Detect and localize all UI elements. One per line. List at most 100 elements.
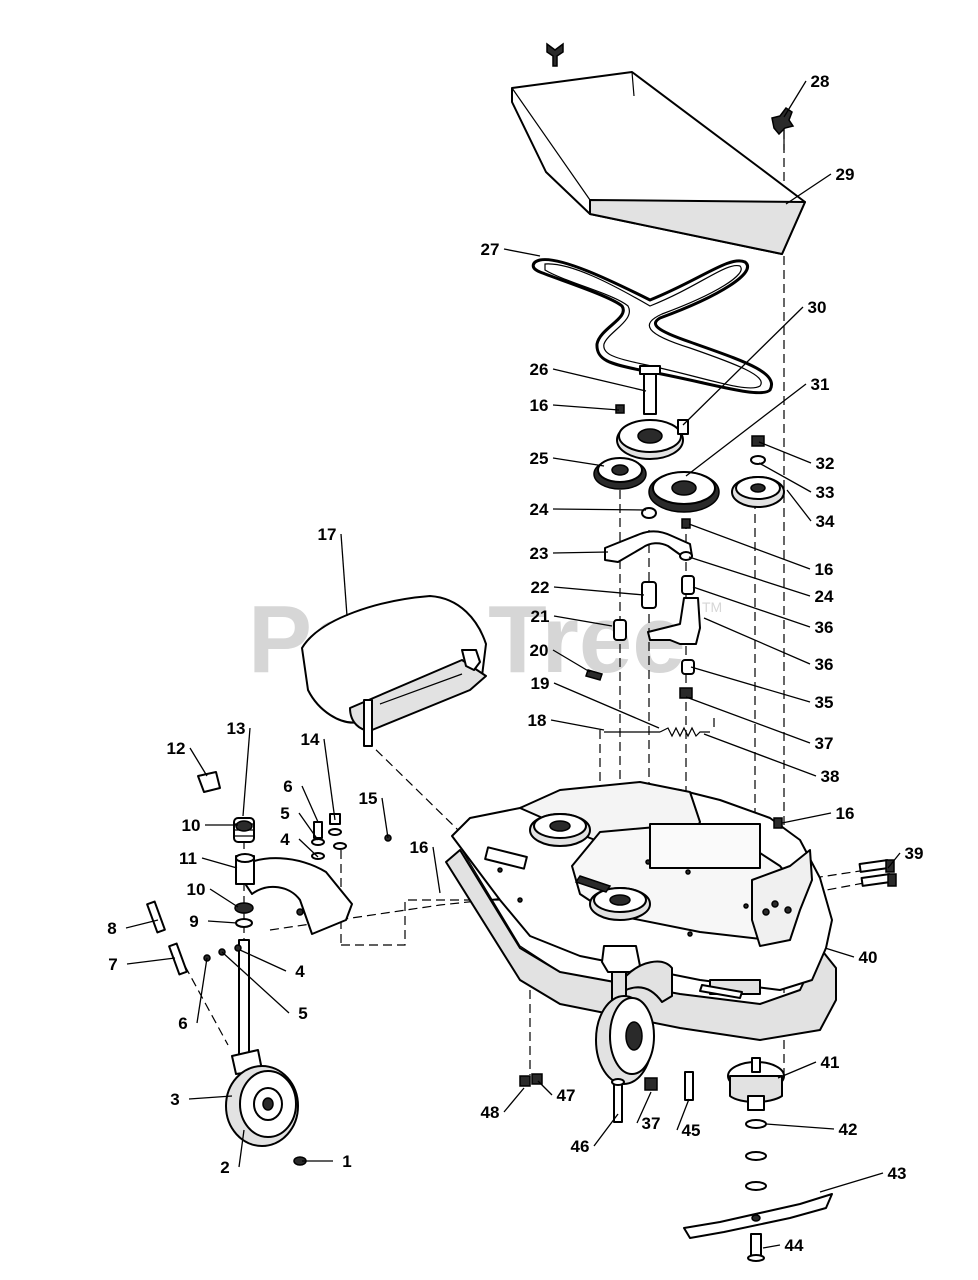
callout-39: 39	[887, 844, 924, 869]
bolt-26	[639, 365, 661, 415]
callout-label: 45	[682, 1121, 701, 1140]
callout-label: 6	[178, 1014, 187, 1033]
callout-leader	[340, 533, 348, 617]
callout-label: 29	[836, 165, 855, 184]
callout-leader	[690, 666, 811, 703]
callout-label: 12	[167, 739, 186, 758]
callout-21: 21	[531, 607, 613, 627]
callout-18: 18	[528, 711, 605, 731]
callout-leader	[196, 957, 208, 1024]
callout-16: 16	[530, 396, 620, 415]
callout-44: 44	[762, 1236, 804, 1255]
callout-label: 17	[318, 525, 337, 544]
callout-label: 22	[531, 578, 550, 597]
callout-label: 3	[170, 1090, 179, 1109]
callout-label: 27	[481, 240, 500, 259]
callout-6: 6	[178, 957, 208, 1033]
callout-4: 4	[239, 949, 305, 981]
callout-leader	[685, 696, 811, 744]
idler-bracket-36	[647, 597, 701, 645]
callout-17: 17	[318, 525, 348, 617]
callout-label: 32	[816, 454, 835, 473]
callout-label: 36	[815, 655, 834, 674]
callout-leader	[238, 1129, 245, 1168]
deck-pulley-31	[648, 471, 720, 513]
callout-label: 39	[905, 844, 924, 863]
callout-label: 38	[821, 767, 840, 786]
callout-leader	[887, 852, 901, 869]
callout-30: 30	[682, 298, 826, 426]
callout-4: 4	[280, 830, 319, 858]
blade-43	[683, 1193, 833, 1239]
idler-pulley-25	[593, 457, 647, 490]
callout-35: 35	[690, 666, 833, 712]
deck-spindle-center	[589, 887, 651, 921]
callout-label: 46	[571, 1137, 590, 1156]
callout-1: 1	[302, 1152, 352, 1171]
callout-label: 24	[815, 587, 834, 606]
callout-24: 24	[530, 500, 647, 519]
washer-9	[235, 918, 253, 928]
callout-label: 36	[815, 618, 834, 637]
callout-label: 6	[283, 777, 292, 796]
callout-label: 15	[359, 789, 378, 808]
callout-37: 37	[685, 696, 834, 753]
bushing-35	[681, 659, 695, 675]
callout-leader	[301, 785, 319, 823]
callout-8: 8	[107, 919, 159, 938]
callout-leader	[537, 1080, 553, 1096]
callout-leader	[553, 682, 660, 729]
callout-leader	[785, 173, 832, 205]
callout-label: 40	[859, 948, 878, 967]
bolt-8-7	[146, 900, 188, 976]
callout-2: 2	[220, 1129, 245, 1177]
callout-leader	[682, 306, 804, 426]
callout-label: 42	[839, 1120, 858, 1139]
callout-40: 40	[824, 947, 878, 967]
callout-label: 10	[182, 816, 201, 835]
callout-leader	[553, 615, 613, 627]
callout-label: 18	[528, 711, 547, 730]
bushing-21	[613, 619, 627, 641]
callout-3: 3	[170, 1090, 233, 1109]
callout-32: 32	[758, 441, 835, 473]
callout-42: 42	[765, 1120, 858, 1139]
bolts-47-48	[519, 1073, 543, 1087]
callout-label: 43	[888, 1164, 907, 1183]
spring-38	[659, 726, 710, 738]
callout-leader	[762, 1244, 781, 1249]
callout-leader	[593, 1113, 619, 1147]
callout-leader	[550, 719, 605, 731]
callout-label: 23	[530, 544, 549, 563]
callout-label: 16	[530, 396, 549, 415]
callout-16: 16	[410, 838, 441, 894]
callout-leader	[553, 586, 645, 596]
callout-leader	[189, 747, 208, 777]
callout-16: 16	[781, 804, 854, 824]
callout-leader	[758, 441, 812, 464]
callout-24: 24	[688, 556, 834, 606]
callout-leader	[432, 846, 441, 894]
callout-34: 34	[786, 489, 835, 531]
callout-leader	[758, 462, 812, 493]
callout-leader	[381, 797, 389, 839]
callout-leader	[703, 733, 817, 777]
drive-belt	[531, 258, 773, 395]
callout-leader	[125, 919, 159, 929]
bushing-36	[681, 575, 695, 595]
callout-label: 4	[295, 962, 305, 981]
callout-leader	[688, 556, 811, 597]
callout-label: 5	[280, 804, 289, 823]
callout-label: 34	[816, 512, 835, 531]
washer-33	[750, 455, 766, 465]
callout-38: 38	[703, 733, 840, 786]
callout-45: 45	[676, 1098, 701, 1140]
callout-5: 5	[280, 804, 319, 841]
callout-leader	[783, 80, 807, 118]
spindle-pulley-34	[731, 476, 785, 508]
callout-5: 5	[221, 951, 308, 1023]
callout-leader	[188, 1095, 233, 1100]
callout-label: 37	[815, 734, 834, 753]
